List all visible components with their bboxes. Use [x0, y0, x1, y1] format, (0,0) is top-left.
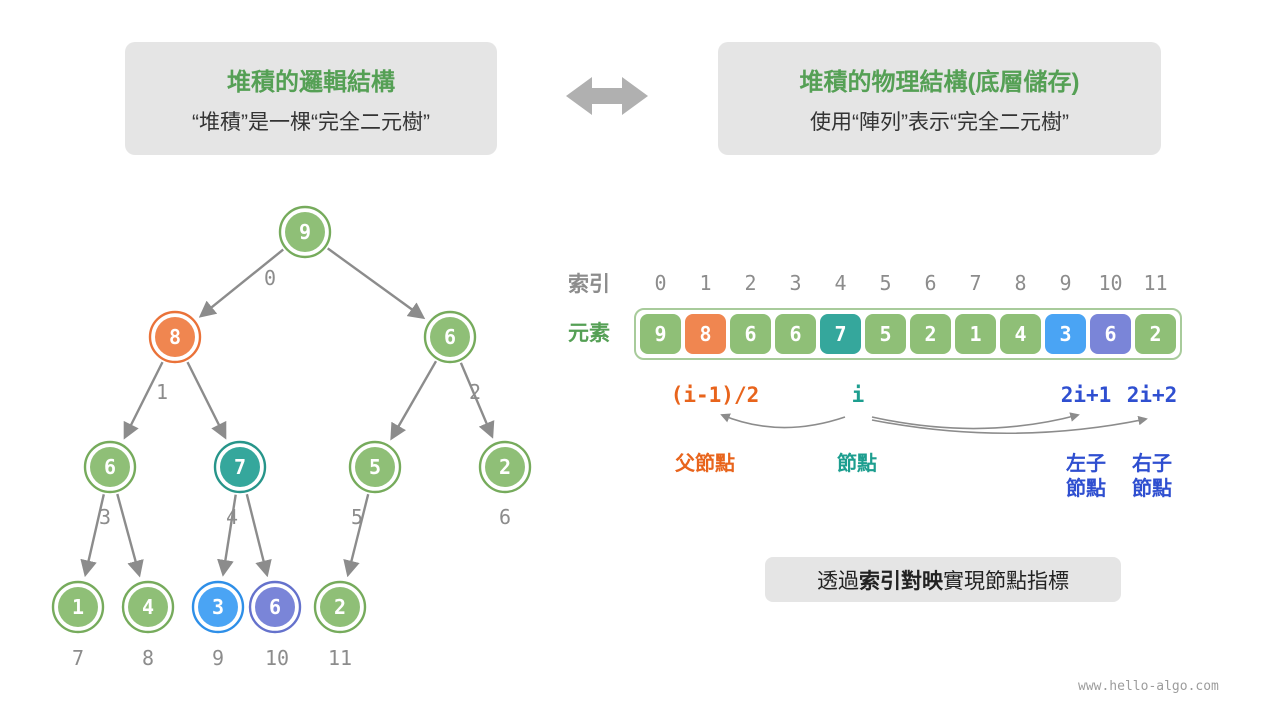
tree-node-value: 6 [104, 455, 116, 479]
watermark: www.hello-algo.com [1078, 679, 1219, 694]
array-cell: 8 [685, 314, 726, 354]
tree-node-7: 1 [51, 580, 105, 634]
tree-node-value: 2 [334, 595, 346, 619]
tree-index-label-1: 1 [156, 380, 168, 404]
array-cell: 3 [1045, 314, 1086, 354]
tree-index-label-10: 10 [265, 646, 289, 670]
tree-edge [326, 247, 426, 320]
tree-node-11: 2 [313, 580, 367, 634]
array-index: 4 [834, 271, 847, 295]
tree-node-value: 8 [169, 325, 181, 349]
tree-index-label-5: 5 [351, 505, 363, 529]
array-cell: 5 [865, 314, 906, 354]
array-cell: 1 [955, 314, 996, 354]
left-child-label: 左子 節點 [1066, 453, 1106, 500]
tree-edge [80, 494, 105, 578]
tree-edge [343, 493, 370, 578]
tree-node-3: 6 [83, 440, 137, 494]
tree-index-label-0: 0 [264, 266, 276, 290]
tree-node-value: 1 [72, 595, 84, 619]
tree-index-label-2: 2 [469, 380, 481, 404]
index-mapping-callout: 透過索引對映實現節點指標 [765, 557, 1121, 602]
tree-node-4: 7 [213, 440, 267, 494]
array-index-strip: 0 1 2 3 4 5 6 7 8 9 10 11 [634, 262, 1176, 304]
tree-node-5: 5 [348, 440, 402, 494]
array-index: 5 [879, 271, 892, 295]
tree-edge [123, 361, 164, 440]
array-index: 2 [744, 271, 757, 295]
parent-node-label: 父節點 [675, 453, 735, 475]
tree-node-value: 5 [369, 455, 381, 479]
array-section: 索引 0 1 2 3 4 5 6 7 8 9 10 11 元素 9 8 6 6 … [568, 262, 1182, 360]
physical-structure-subtitle: 使用“陣列”表示“完全二元樹” [810, 110, 1069, 134]
tree-node-value: 9 [299, 220, 311, 244]
tree-node-value: 6 [269, 595, 281, 619]
array-index: 3 [789, 271, 802, 295]
array-cell: 2 [1135, 314, 1176, 354]
array-cell: 6 [775, 314, 816, 354]
array-index: 9 [1059, 271, 1072, 295]
tree-node-1: 8 [148, 310, 202, 364]
tree-index-label-11: 11 [328, 646, 352, 670]
logical-structure-subtitle: “堆積”是一棵“完全二元樹” [192, 110, 430, 134]
tree-node-8: 4 [121, 580, 175, 634]
array-index: 0 [654, 271, 667, 295]
tree-node-6: 2 [478, 440, 532, 494]
index-mapping-arrows [720, 412, 1148, 435]
tree-edge [245, 493, 272, 578]
tree-index-label-9: 9 [212, 646, 224, 670]
array-cell: 6 [1090, 314, 1131, 354]
logical-structure-title: 堆積的邏輯結構 [227, 68, 395, 96]
right-child-label: 右子 節點 [1132, 453, 1172, 500]
tree-index-label-6: 6 [499, 505, 511, 529]
tree-node-value: 7 [234, 455, 246, 479]
tree-node-value: 3 [212, 595, 224, 619]
array-index: 8 [1014, 271, 1027, 295]
array-cell: 6 [730, 314, 771, 354]
array-index: 6 [924, 271, 937, 295]
heap-tree: 9 8 6 6 7 5 2 1 4 3 6 2 0 1 2 3 4 5 6 7 … [51, 205, 532, 670]
arrow-to-left-child [871, 412, 1080, 430]
physical-structure-title: 堆積的物理結構(底層儲存) [799, 68, 1080, 96]
logical-structure-box: 堆積的邏輯結構 “堆積”是一棵“完全二元樹” [125, 42, 497, 155]
array-index: 1 [699, 271, 712, 295]
tree-node-2: 6 [423, 310, 477, 364]
right-child-index-formula: 2i+2 [1126, 383, 1178, 407]
tree-index-label-4: 4 [226, 505, 238, 529]
array-index: 11 [1143, 271, 1168, 295]
array-cell: 2 [910, 314, 951, 354]
array-index-row-label: 索引 [568, 273, 610, 296]
double-arrow-icon [566, 77, 648, 115]
tree-node-0: 9 [278, 205, 332, 259]
tree-edge [198, 248, 284, 318]
tree-edge [116, 493, 144, 578]
tree-node-9: 3 [191, 580, 245, 634]
tree-edge [217, 494, 237, 577]
parent-index-formula: (i-1)/2 [670, 383, 760, 407]
tree-edge [459, 362, 495, 439]
tree-index-label-7: 7 [72, 646, 84, 670]
tree-index-label-8: 8 [142, 646, 154, 670]
tree-node-value: 2 [499, 455, 511, 479]
arrow-to-parent [720, 413, 846, 429]
node-index-formula: i [851, 383, 865, 407]
array-cell: 9 [640, 314, 681, 354]
array-index: 10 [1098, 271, 1123, 295]
tree-edge [390, 360, 438, 441]
array-element-row-label: 元素 [568, 322, 610, 345]
array-index: 7 [969, 271, 982, 295]
physical-structure-box: 堆積的物理結構(底層儲存) 使用“陣列”表示“完全二元樹” [718, 42, 1161, 155]
tree-node-10: 6 [248, 580, 302, 634]
arrow-to-right-child [871, 415, 1148, 435]
array-cell: 4 [1000, 314, 1041, 354]
tree-node-value: 4 [142, 595, 154, 619]
left-child-index-formula: 2i+1 [1060, 383, 1112, 407]
node-label: 節點 [837, 453, 877, 475]
tree-node-value: 6 [444, 325, 456, 349]
array-container: 9 8 6 6 7 5 2 1 4 3 6 2 [634, 308, 1182, 360]
array-cell: 7 [820, 314, 861, 354]
tree-index-label-3: 3 [99, 505, 111, 529]
tree-edge [186, 361, 227, 440]
